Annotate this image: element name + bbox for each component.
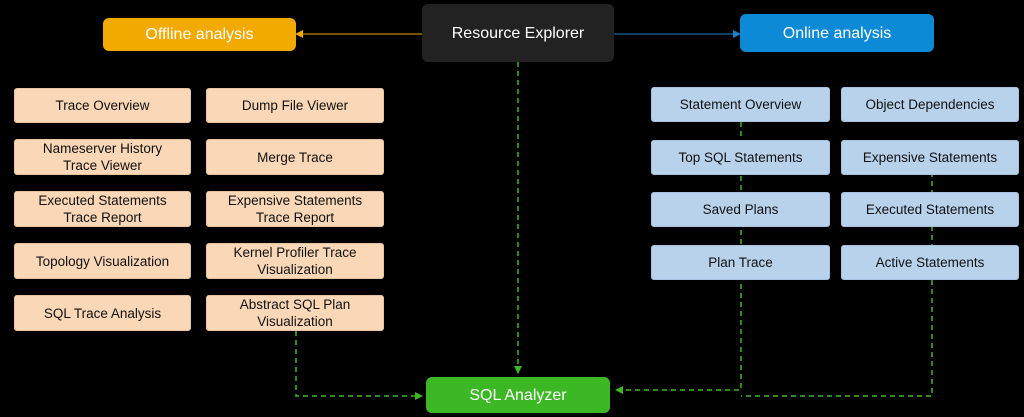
offline-item-dump-file-viewer: Dump File Viewer	[206, 88, 384, 123]
offline-to-analyzer-arrow	[295, 331, 423, 400]
offline-item-label: Executed Statements Trace Report	[38, 193, 167, 225]
offline-item-label: Dump File Viewer	[241, 98, 349, 113]
offline-item-label: SQL Trace Analysis	[43, 305, 162, 321]
offline-item-label: Kernel Profiler Trace Visualization	[233, 245, 357, 277]
online-item-label: Saved Plans	[702, 202, 779, 217]
offline-item-merge-trace: Merge Trace	[206, 139, 384, 175]
online-left-to-analyzer-arrow	[615, 122, 742, 394]
offline-analysis-node: Offline analysis	[103, 18, 296, 51]
sql-analyzer-label: SQL Analyzer	[469, 386, 567, 404]
offline-item-label: Nameserver History Trace Viewer	[42, 141, 163, 173]
online-item-label: Active Statements	[875, 255, 985, 270]
online-item-label: Top SQL Statements	[678, 150, 803, 165]
online-item-plan-trace: Plan Trace	[651, 245, 830, 280]
online-analysis-label: Online analysis	[782, 24, 892, 42]
offline-item-label: Abstract SQL Plan Visualization	[239, 297, 351, 329]
resource-explorer-node: Resource Explorer	[422, 4, 614, 62]
online-item-statement-overview: Statement Overview	[651, 87, 830, 122]
offline-item-label: Topology Visualization	[35, 253, 170, 269]
offline-item-nameserver-history-trace-viewer: Nameserver History Trace Viewer	[14, 139, 191, 175]
offline-item-label: Expensive Statements Trace Report	[227, 193, 363, 225]
online-item-label: Executed Statements	[865, 202, 995, 217]
online-item-expensive-statements: Expensive Statements	[841, 140, 1019, 175]
offline-analysis-label: Offline analysis	[145, 26, 254, 43]
online-item-object-dependencies: Object Dependencies	[841, 87, 1019, 122]
online-item-saved-plans: Saved Plans	[651, 192, 830, 227]
online-item-top-sql-statements: Top SQL Statements	[651, 140, 830, 175]
offline-item-kernel-profiler-trace-visualization: Kernel Profiler Trace Visualization	[206, 243, 384, 279]
offline-item-expensive-statements-trace-report: Expensive Statements Trace Report	[206, 191, 384, 227]
offline-item-trace-overview: Trace Overview	[14, 88, 191, 123]
offline-item-label: Trace Overview	[55, 98, 150, 113]
online-item-label: Plan Trace	[708, 255, 773, 270]
online-item-label: Statement Overview	[679, 97, 802, 112]
online-item-label: Expensive Statements	[862, 150, 998, 165]
online-item-executed-statements: Executed Statements	[841, 192, 1019, 227]
online-analysis-node: Online analysis	[740, 14, 934, 52]
online-item-label: Object Dependencies	[865, 97, 995, 112]
online-item-active-statements: Active Statements	[841, 245, 1019, 280]
offline-item-sql-trace-analysis: SQL Trace Analysis	[14, 295, 191, 331]
offline-item-topology-visualization: Topology Visualization	[14, 243, 191, 279]
resource-explorer-label: Resource Explorer	[451, 24, 585, 42]
offline-item-executed-statements-trace-report: Executed Statements Trace Report	[14, 191, 191, 227]
offline-item-abstract-sql-plan-visualization: Abstract SQL Plan Visualization	[206, 295, 384, 331]
sql-analyzer-node: SQL Analyzer	[426, 377, 610, 413]
offline-item-label: Merge Trace	[257, 149, 333, 165]
